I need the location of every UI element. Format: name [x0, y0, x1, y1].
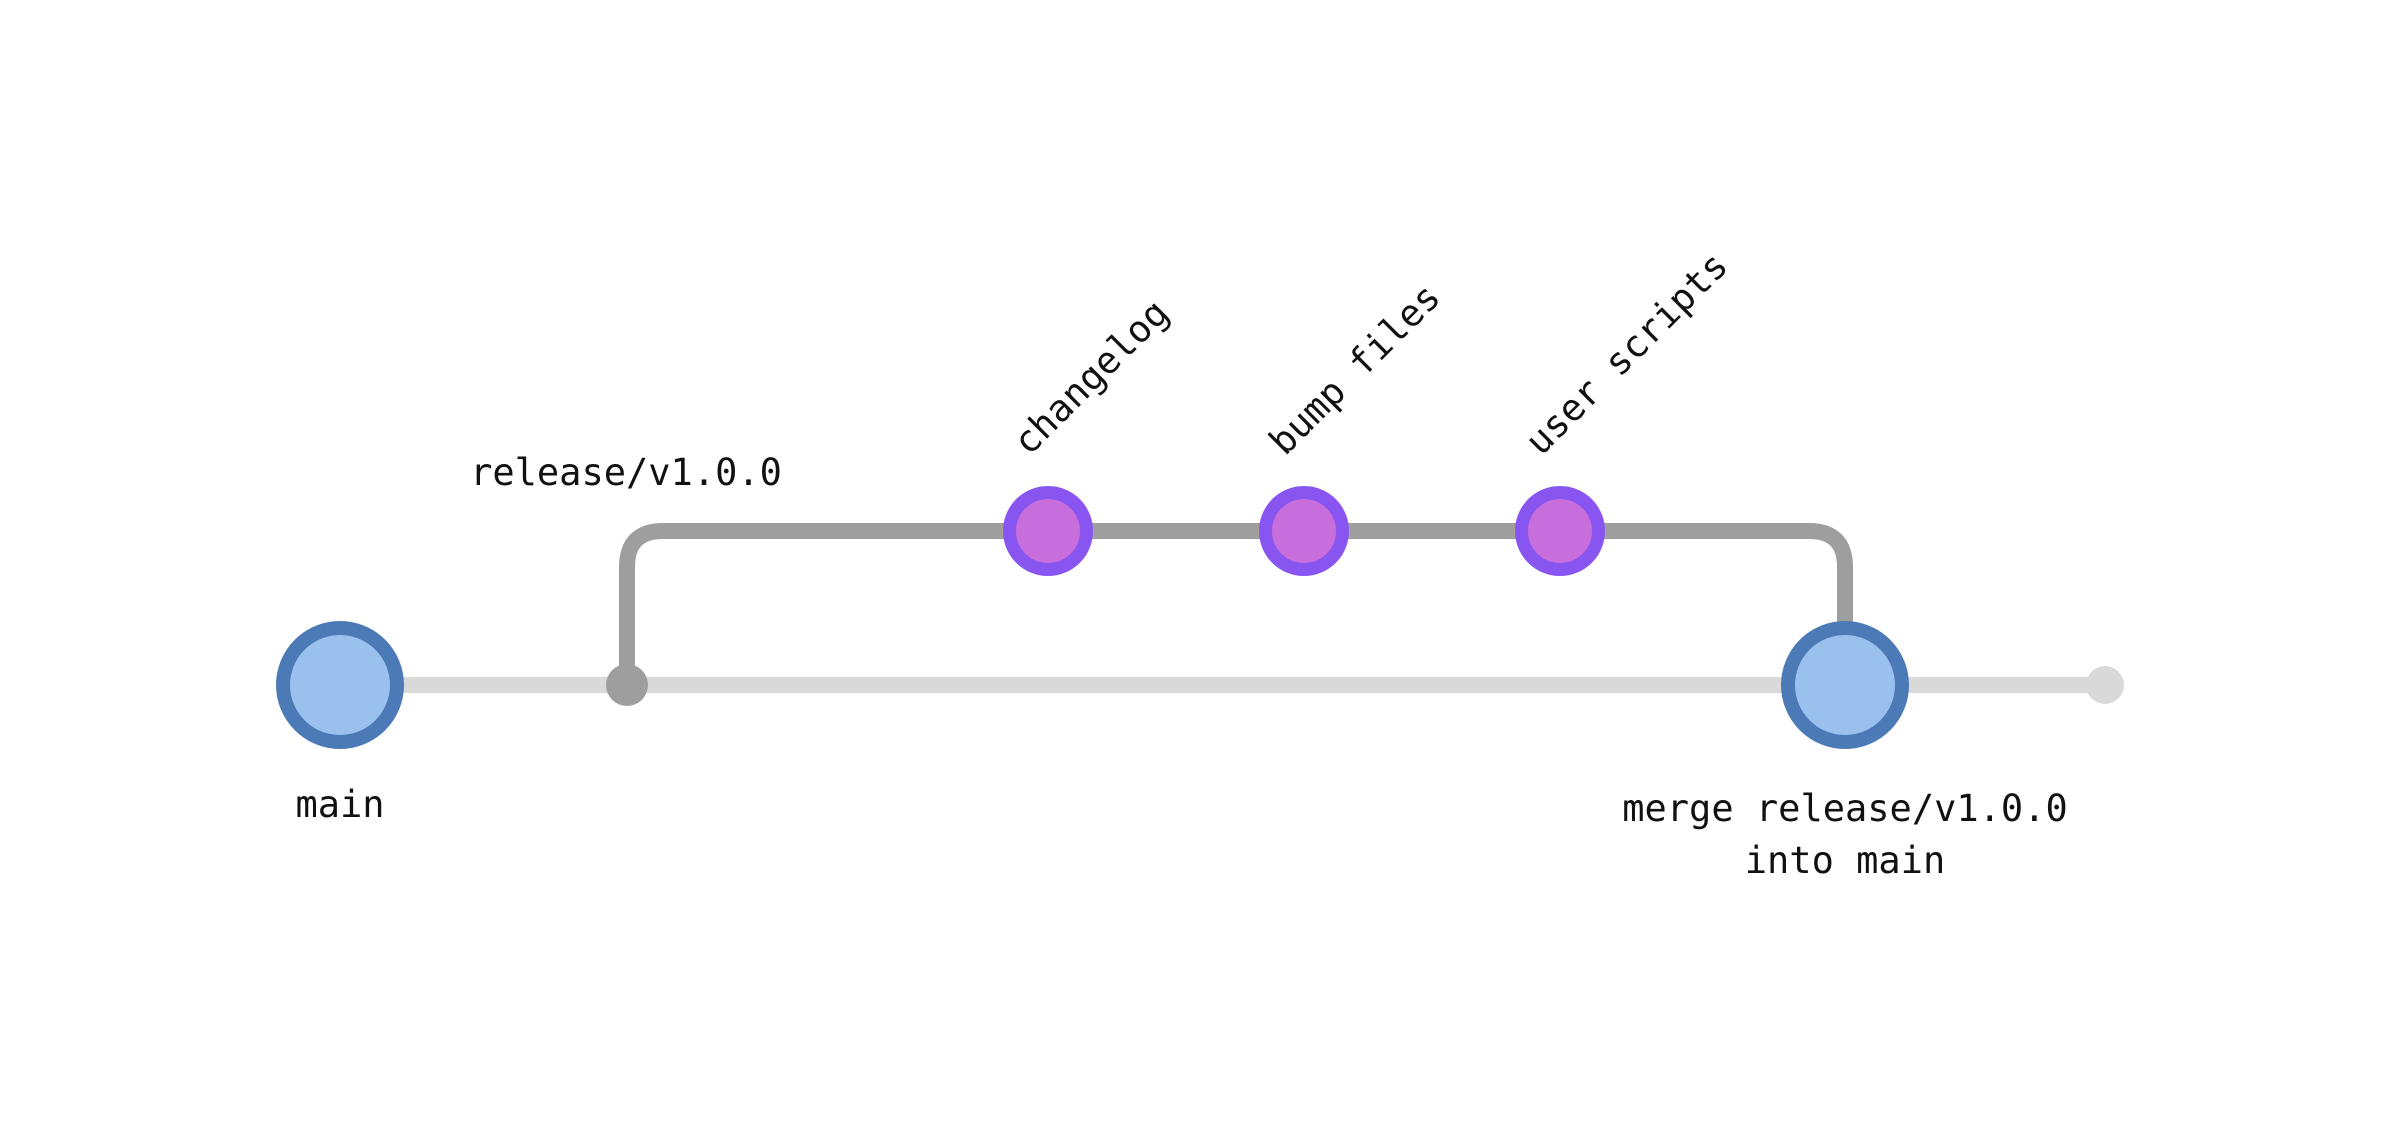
merge-commit-label-line1: merge release/v1.0.0 — [1622, 787, 2068, 830]
merge-commit-label-line2: into main — [1744, 839, 1946, 882]
release-branch-line — [619, 523, 1853, 690]
merge-commit-label: merge release/v1.0.0 into main — [1495, 783, 2195, 887]
commit-node-changelog — [1003, 486, 1093, 576]
release-branch-label: release/v1.0.0 — [470, 451, 782, 494]
main-branch-label: main — [295, 783, 385, 826]
commit-node-user-scripts — [1515, 486, 1605, 576]
main-start-node — [276, 621, 404, 749]
branch-fork-dot — [606, 664, 648, 706]
commit-node-bump-files — [1259, 486, 1349, 576]
merge-commit-node — [1781, 621, 1909, 749]
main-branch-end-dot — [2086, 666, 2124, 704]
